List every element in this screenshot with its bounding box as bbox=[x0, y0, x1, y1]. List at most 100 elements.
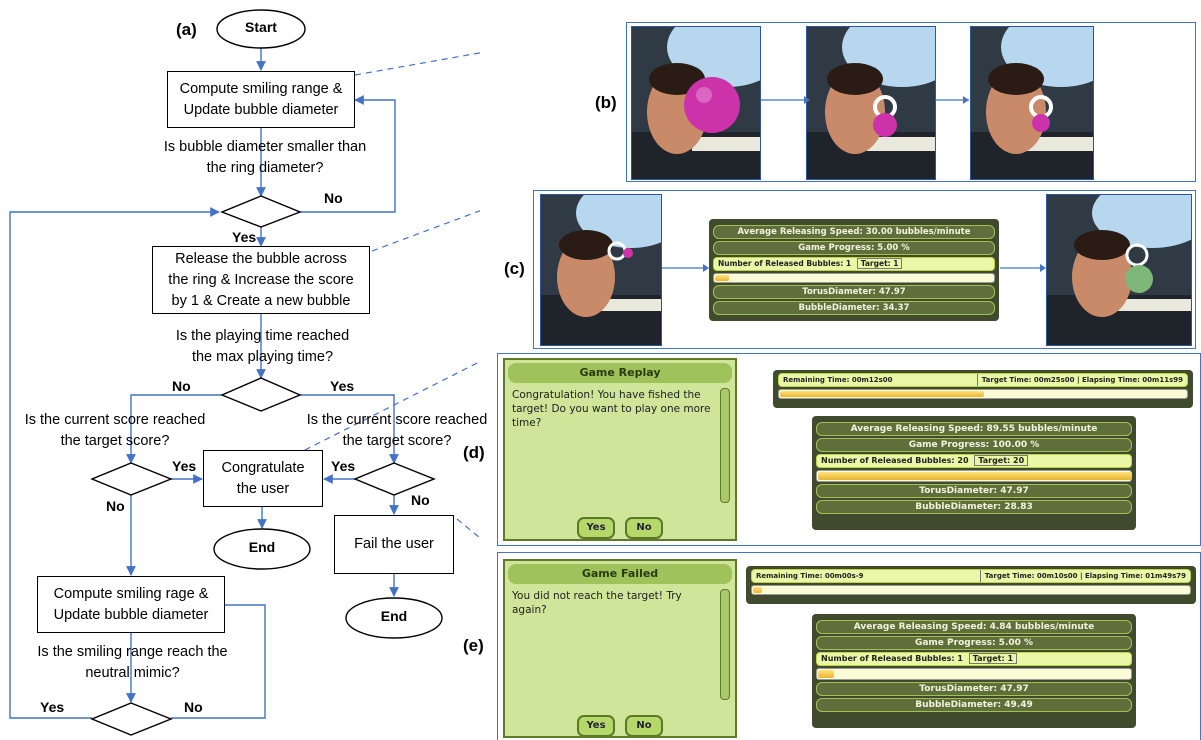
game-screenshot-b1 bbox=[631, 26, 761, 180]
failed-speed: Average Releasing Speed: 4.84 bubbles/mi… bbox=[816, 620, 1132, 634]
hud-c-progress-bar bbox=[713, 273, 995, 283]
failed-progress: Game Progress: 5.00 % bbox=[816, 636, 1132, 650]
replay-yes-button[interactable]: Yes bbox=[577, 517, 615, 539]
decision-score-left bbox=[90, 462, 173, 496]
no-label-1: No bbox=[324, 190, 343, 206]
game-failed-scrollbar[interactable] bbox=[720, 589, 730, 700]
congratulate-line1: Congratulate bbox=[221, 459, 305, 476]
question-score-right-line1: Is the current score reached bbox=[306, 412, 488, 428]
no-label-4: No bbox=[411, 492, 430, 508]
question-bubble-line1: Is bubble diameter smaller than bbox=[163, 139, 367, 155]
game-replay-message: Congratulation! You have fished the targ… bbox=[512, 389, 711, 429]
failed-time-fill bbox=[753, 587, 762, 593]
question-score-right-line2: the target score? bbox=[342, 433, 452, 449]
end-label-left: End bbox=[248, 539, 276, 555]
game-screenshot-c1 bbox=[540, 194, 662, 346]
question-neutral-line1: Is the smiling range reach the bbox=[37, 644, 228, 660]
hud-panel-c: Average Releasing Speed: 30.00 bubbles/m… bbox=[709, 219, 999, 321]
compute-box-2: Compute smiling rage & Update bubble diam… bbox=[37, 576, 225, 633]
start-terminal bbox=[216, 9, 306, 49]
label-e: (e) bbox=[463, 636, 484, 655]
question-time-line1: Is the playing time reached bbox=[175, 328, 350, 344]
failed-time-bar bbox=[751, 585, 1191, 595]
replay-time-bar bbox=[778, 389, 1188, 399]
replay-speed: Average Releasing Speed: 89.55 bubbles/m… bbox=[816, 422, 1132, 436]
end-terminal-right bbox=[345, 597, 443, 639]
release-line2: the ring & Increase the score bbox=[168, 271, 354, 288]
question-time-line2: the max playing time? bbox=[191, 349, 334, 365]
replay-released-row: Number of Released Bubbles: 20 Target: 2… bbox=[816, 454, 1132, 468]
game-replay-dialog: Game Replay Congratulation! You have fis… bbox=[503, 358, 737, 541]
hud-c-speed: Average Releasing Speed: 30.00 bubbles/m… bbox=[713, 225, 995, 239]
compute-box-2-line1: Compute smiling rage & bbox=[53, 585, 209, 602]
game-screenshot-b2 bbox=[806, 26, 936, 180]
question-score-left-line2: the target score? bbox=[60, 433, 170, 449]
replay-progress-fill bbox=[818, 472, 1132, 480]
question-neutral-line2: neutral mimic? bbox=[85, 665, 180, 681]
failed-remaining-time: Remaining Time: 00m00s-9 bbox=[756, 572, 864, 580]
question-score-left: Is the current score reached the target s… bbox=[15, 410, 215, 452]
yes-label-2: Yes bbox=[330, 378, 355, 394]
failed-target: Target: 1 bbox=[968, 653, 1018, 664]
label-a: (a) bbox=[176, 20, 197, 39]
question-score-left-line1: Is the current score reached bbox=[24, 412, 206, 428]
compute-box-1-line2: Update bubble diameter bbox=[183, 101, 339, 118]
failed-yes-button[interactable]: Yes bbox=[577, 715, 615, 737]
failed-progress-bar bbox=[816, 668, 1132, 680]
start-label: Start bbox=[245, 19, 277, 35]
game-failed-title: Game Failed bbox=[508, 564, 732, 584]
label-c: (c) bbox=[504, 259, 525, 278]
replay-hud-panel: Average Releasing Speed: 89.55 bubbles/m… bbox=[812, 416, 1136, 530]
label-d: (d) bbox=[463, 443, 485, 462]
compute-box-1: Compute smiling range &Update bubble dia… bbox=[167, 71, 355, 128]
game-failed-dialog: Game Failed You did not reach the target… bbox=[503, 559, 737, 738]
yes-label-5: Yes bbox=[40, 699, 65, 715]
question-score-right: Is the current score reached the target s… bbox=[297, 410, 497, 452]
game-replay-title: Game Replay bbox=[508, 363, 732, 383]
no-label-5: No bbox=[184, 699, 203, 715]
hud-c-progress-fill bbox=[715, 275, 729, 281]
game-replay-scrollbar[interactable] bbox=[720, 388, 730, 503]
game-failed-message: You did not reach the target! Try again? bbox=[512, 590, 682, 616]
failed-no-button[interactable]: No bbox=[625, 715, 663, 737]
replay-target-elapsed: Target Time: 00m25s00 | Elapsing Time: 0… bbox=[976, 374, 1183, 386]
release-line3: by 1 & Create a new bubble bbox=[171, 292, 351, 309]
fail-text: Fail the user bbox=[354, 536, 434, 552]
failed-time-panel: Remaining Time: 00m00s-9 Target Time: 00m… bbox=[746, 566, 1196, 604]
replay-time-fill bbox=[780, 391, 984, 397]
question-playing-time: Is the playing time reached the max playi… bbox=[160, 326, 365, 368]
decision-playing-time bbox=[220, 377, 302, 412]
release-box: Release the bubble across the ring & Incr… bbox=[152, 246, 370, 314]
congratulate-line2: the user bbox=[236, 480, 290, 497]
replay-target: Target: 20 bbox=[974, 455, 1029, 466]
panel-c-frame bbox=[533, 190, 1196, 349]
replay-torus: TorusDiameter: 47.97 bbox=[816, 484, 1132, 498]
failed-hud-panel: Average Releasing Speed: 4.84 bubbles/mi… bbox=[812, 614, 1136, 728]
flowchart-connectors bbox=[9, 9, 480, 736]
release-line1: Release the bubble across bbox=[175, 250, 347, 267]
end-terminal-left bbox=[213, 528, 311, 570]
failed-released-row: Number of Released Bubbles: 1 Target: 1 bbox=[816, 652, 1132, 666]
end-label-right: End bbox=[380, 608, 408, 624]
replay-progress-bar bbox=[816, 470, 1132, 482]
decision-score-right bbox=[353, 462, 436, 496]
hud-c-progress: Game Progress: 5.00 % bbox=[713, 241, 995, 255]
replay-released: Number of Released Bubbles: 20 bbox=[821, 456, 969, 465]
no-label-3: No bbox=[106, 498, 125, 514]
hud-c-released-row: Number of Released Bubbles: 1 Target: 1 bbox=[713, 257, 995, 271]
hud-c-target: Target: 1 bbox=[856, 258, 903, 269]
failed-progress-fill bbox=[818, 670, 834, 678]
label-b: (b) bbox=[595, 93, 617, 112]
failed-target-elapsed: Target Time: 00m10s00 | Elapsing Time: 0… bbox=[979, 570, 1186, 582]
panel-b-arrows bbox=[761, 96, 969, 104]
compute-box-2-line2: Update bubble diameter bbox=[53, 606, 209, 623]
decision-neutral-mimic bbox=[90, 702, 173, 736]
replay-no-button[interactable]: No bbox=[625, 517, 663, 539]
failed-time-row: Remaining Time: 00m00s-9 Target Time: 00m… bbox=[751, 569, 1191, 583]
no-label-2: No bbox=[172, 378, 191, 394]
failed-bubble: BubbleDiameter: 49.49 bbox=[816, 698, 1132, 712]
yes-label-3: Yes bbox=[172, 458, 197, 474]
